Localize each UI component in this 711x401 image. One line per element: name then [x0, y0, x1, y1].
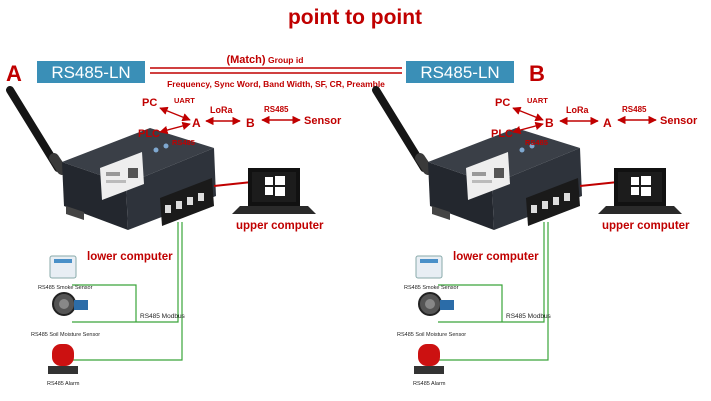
side-b-lower-computer: lower computer: [453, 251, 539, 263]
match-sub-label: Group id: [268, 55, 303, 65]
side-b-bus-label: RS485 Modbus: [506, 313, 552, 320]
side-a-sensor-soil: RS485 Soil Moisture Sensor: [31, 332, 100, 338]
match-link: (Match) Group id Frequency, Sync Word, B…: [150, 54, 402, 89]
flow-plc-proto: RS485: [172, 138, 195, 147]
flow-remote-node: B: [246, 116, 255, 130]
flow-remote-node: A: [603, 116, 612, 130]
side-b-badge-label: RS485-LN: [420, 63, 499, 82]
page-title: point to point: [288, 6, 422, 29]
flow-plc-proto: RS485: [525, 138, 548, 147]
side-a-sensor-alarm: RS485 Alarm: [47, 381, 80, 387]
flow-uart: UART: [527, 96, 548, 105]
side-a-upper-computer: upper computer: [236, 220, 324, 232]
match-label: (Match): [226, 54, 265, 66]
flow-lora: LoRa: [566, 105, 589, 115]
flow-pc: PC: [142, 97, 157, 109]
flow-plc: PLC: [138, 128, 160, 140]
side-b-sensor-alarm: RS485 Alarm: [413, 381, 446, 387]
side-a-badge: RS485-LN: [37, 61, 145, 83]
side-b-sensor-soil: RS485 Soil Moisture Sensor: [397, 332, 466, 338]
side-b-letter: B: [529, 61, 545, 86]
flow-sensor: Sensor: [304, 115, 342, 127]
side-a-lower-computer: lower computer: [87, 251, 173, 263]
flow-uart: UART: [174, 96, 195, 105]
side-b-badge: RS485-LN: [406, 61, 514, 83]
side-b-sensor-smoke: RS485 Smoke Sensor: [404, 285, 459, 291]
flow-local-node: A: [192, 116, 201, 130]
side-a-sensor-smoke: RS485 Smoke Sensor: [38, 285, 93, 291]
flow-local-node: B: [545, 116, 554, 130]
match-params: Frequency, Sync Word, Band Width, SF, CR…: [167, 79, 385, 89]
side-b-upper-computer: upper computer: [602, 220, 690, 232]
flow-plc: PLC: [491, 128, 513, 140]
flow-rs485: RS485: [264, 105, 289, 114]
side-a-badge-label: RS485-LN: [51, 63, 130, 82]
side-b-flow: PC UART PLC RS485 B LoRa A RS485 Sensor: [491, 96, 698, 147]
side-a-flow: PC UART PLC RS485 A LoRa B RS485 Sensor: [138, 96, 342, 147]
flow-lora: LoRa: [210, 105, 233, 115]
flow-rs485: RS485: [622, 105, 647, 114]
side-a-letter: A: [6, 61, 22, 86]
side-a-bus-label: RS485 Modbus: [140, 313, 186, 320]
flow-sensor: Sensor: [660, 115, 698, 127]
flow-pc: PC: [495, 97, 510, 109]
